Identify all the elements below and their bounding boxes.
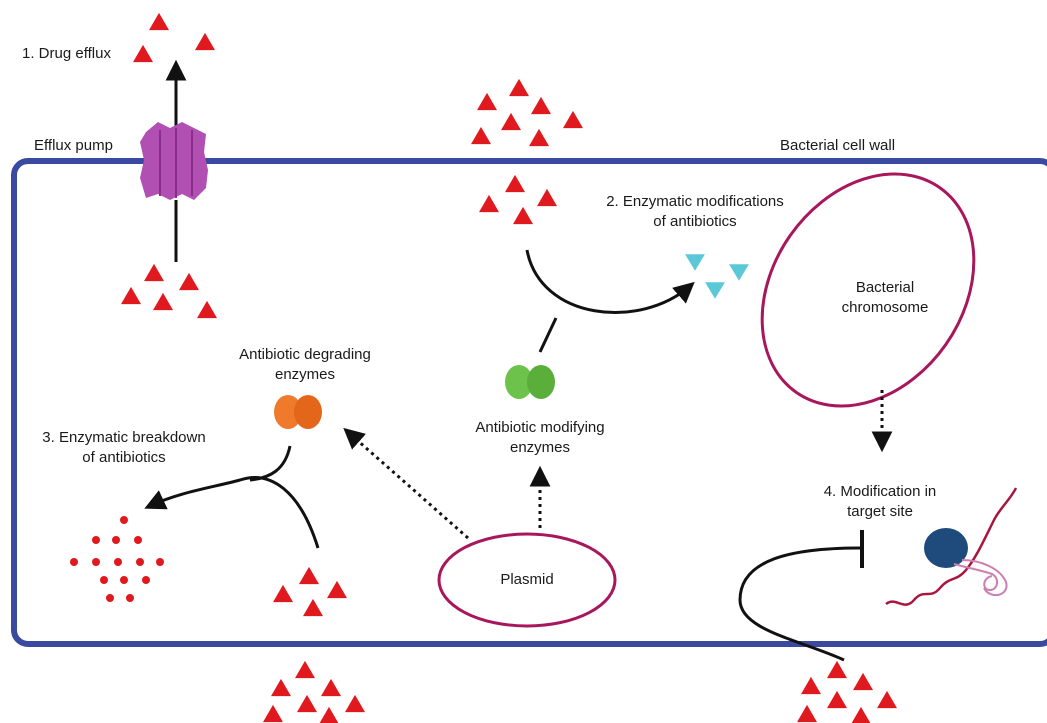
degrading-enzyme-label: Antibiotic degrading enzymes <box>220 345 390 385</box>
intracellular-antibiotics-pump <box>121 263 217 319</box>
target-site-line1: 4. Modification in <box>823 483 937 500</box>
plasmid <box>437 532 617 628</box>
modified-antibiotic-icon <box>685 254 749 299</box>
modification-arrow <box>525 249 695 314</box>
target-site-line2: target site <box>847 503 913 520</box>
target-site-label: 4. Modification in target site <box>800 482 960 522</box>
ribosome-icon <box>924 528 1008 597</box>
modifying-enzyme-label: Antibiotic modifying enzymes <box>450 418 630 458</box>
plasmid-to-degrading-arrow <box>343 427 469 540</box>
degrading-enzyme-icon <box>274 395 322 429</box>
intracellular-antibiotics-center <box>479 174 557 225</box>
degrading-enzyme-line1: Antibiotic degrading <box>239 346 371 363</box>
efflux-pump-label: Efflux pump <box>34 137 113 154</box>
degrading-enzyme-connector <box>249 445 292 482</box>
enzymatic-modification-line1: 2. Enzymatic modifications <box>606 193 784 210</box>
expelled-antibiotics <box>133 12 215 63</box>
chromosome-line2: chromosome <box>841 299 929 316</box>
extracellular-antibiotics-bottom-right <box>797 660 897 723</box>
extracellular-antibiotics-bottom-left <box>263 660 365 723</box>
cell-wall-label: Bacterial cell wall <box>780 137 896 154</box>
degrading-enzyme-line2: enzymes <box>274 366 336 383</box>
drug-efflux-label: 1. Drug efflux <box>22 45 111 62</box>
enzymatic-breakdown-line2: of antibiotics <box>82 449 166 466</box>
chromosome-label: Bacterial chromosome <box>825 278 945 318</box>
enzymatic-breakdown-line1: 3. Enzymatic breakdown <box>42 429 206 446</box>
intracellular-antibiotics-breakdown <box>273 566 347 617</box>
efflux-pump-icon <box>140 122 208 200</box>
dna-strand <box>885 487 1018 606</box>
extracellular-antibiotics-top <box>471 78 583 147</box>
inhibition-arrow <box>738 546 861 662</box>
enzymatic-modification-label: 2. Enzymatic modifications of antibiotic… <box>575 192 815 232</box>
modifying-enzyme-line1: Antibiotic modifying <box>475 419 605 436</box>
breakdown-arrow <box>144 476 320 549</box>
enzymatic-modification-line2: of antibiotics <box>653 213 737 230</box>
modifying-enzyme-icon <box>505 365 555 399</box>
enzymatic-breakdown-label: 3. Enzymatic breakdown of antibiotics <box>14 428 234 468</box>
bacterial-cell-wall <box>11 158 1047 647</box>
modifying-enzyme-line2: enzymes <box>509 439 571 456</box>
plasmid-label: Plasmid <box>500 571 554 588</box>
bacterial-chromosome <box>760 172 976 408</box>
degraded-antibiotic-dots <box>70 516 164 602</box>
modifying-enzyme-connector <box>538 317 558 353</box>
chromosome-line1: Bacterial <box>855 279 915 296</box>
